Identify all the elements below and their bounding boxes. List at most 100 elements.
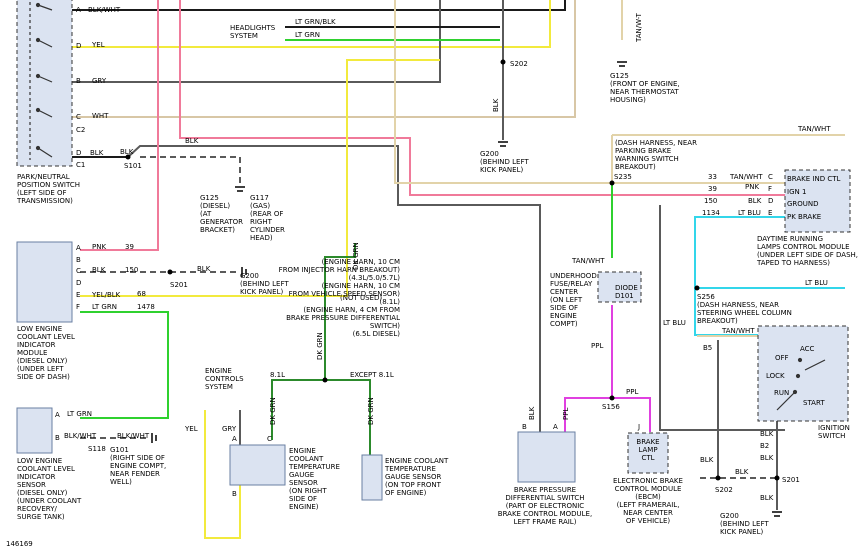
- drl-circuit-1: 39: [708, 185, 717, 193]
- lcm-pin-e: E: [76, 291, 80, 299]
- pin-c2: C2: [76, 126, 85, 134]
- lcs-pin-b: B: [55, 434, 60, 442]
- drl-wire-0: TAN/WHT: [729, 173, 763, 181]
- gauge-sensor-box: [229, 444, 286, 486]
- lcm-circuit-f: 1478: [137, 303, 155, 311]
- ign-acc: ACC: [800, 345, 815, 353]
- lcm-wire-f: LT GRN: [92, 303, 117, 311]
- wire-label-yel-ecs: YEL: [184, 425, 198, 433]
- bps-pin-a: A: [553, 423, 558, 431]
- splice-s156: S156: [602, 403, 620, 411]
- ignition-switch-box: [757, 325, 849, 422]
- wire-label-lt-grn-hl: LT GRN: [295, 31, 320, 39]
- drl-circuit-0: 33: [708, 173, 717, 181]
- wire-label-dk-grn-lower: DK GRN: [316, 332, 324, 360]
- wire-label-tan-b5: TAN/WHT: [721, 327, 755, 335]
- wire-tan-s235: [394, 0, 845, 184]
- drl-func-1: IGN 1: [787, 188, 806, 196]
- low-coolant-module: [16, 241, 73, 323]
- figure-id: 146169: [6, 540, 33, 548]
- wire-label-blk-vert: BLK: [492, 98, 500, 112]
- brake-pressure-switch: [517, 431, 576, 483]
- b5-label: B5: [703, 344, 712, 352]
- ign-off: OFF: [775, 354, 789, 362]
- splice-s118: S118: [88, 445, 106, 453]
- wire-label-blk-r1: BLK: [760, 454, 774, 462]
- wire-label-tan-wht-top: TAN/WHT: [797, 125, 831, 133]
- park-neutral-switch: [16, 0, 73, 167]
- drl-circuit-3: 1134: [702, 209, 720, 217]
- wire-ppl: [564, 305, 651, 432]
- bps-wire-b: BLK: [528, 406, 536, 420]
- bps-pin-b: B: [522, 423, 527, 431]
- lcm-wire-a: PNK: [92, 243, 106, 251]
- wire-label-wht: WHT: [92, 112, 109, 120]
- wire-label-blk-r2: BLK: [700, 456, 714, 464]
- ign-run: RUN: [774, 389, 789, 397]
- pin-a: A: [76, 6, 81, 14]
- wire-blk-150: [659, 205, 785, 431]
- lcm-pin-a: A: [76, 244, 81, 252]
- gauge-pin-a: A: [232, 435, 237, 443]
- lcm-pin-d: D: [76, 279, 81, 287]
- wire-label-blk-top-run: BLK: [185, 137, 199, 145]
- wire-label-lt-blu-left: LT BLU: [663, 319, 686, 327]
- switch-contacts: [29, 0, 53, 160]
- pin-c: C: [76, 113, 81, 121]
- splice-dots: [125, 59, 780, 481]
- wire-label-lt-grn-blk: LT GRN/BLK: [295, 18, 336, 26]
- wire-pink-main: [80, 0, 785, 251]
- lcm-pin-b: B: [76, 256, 81, 264]
- ign-start: START: [803, 399, 825, 407]
- wire-label-dk-grn-vert: DK GRN: [352, 242, 360, 270]
- drl-pin-0: C: [768, 173, 773, 181]
- temp-sensor-box: [361, 454, 383, 501]
- lcm-circuit-c: 150: [125, 266, 138, 274]
- wire-label-blk-150: BLK: [197, 265, 211, 273]
- wire-dk-grn: [324, 243, 356, 380]
- splice-s201-left: S201: [170, 281, 188, 289]
- splice-s235: S235: [614, 173, 632, 181]
- drl-module-box: [784, 169, 851, 233]
- splice-s256: S256: [697, 293, 715, 301]
- wire-label-blk-r4: BLK: [760, 494, 774, 502]
- wire-label-yel: YEL: [91, 41, 105, 49]
- ignition-contacts: [776, 357, 826, 411]
- variant-except81: EXCEPT 8.1L: [350, 371, 394, 379]
- lcm-circuit-e: 68: [137, 290, 146, 298]
- wire-label-dk-grn-1: DK GRN: [269, 397, 277, 425]
- drl-pin-3: E: [768, 209, 772, 217]
- drl-wire-2: BLK: [748, 197, 762, 205]
- lcs-wire-c: BLK/WHT: [117, 432, 150, 440]
- diode-d101-box: [597, 271, 642, 303]
- not-used: (NOT USED): [340, 294, 382, 302]
- wire-label-blk-s101: BLK: [120, 148, 134, 156]
- wire-yel-ecs: [204, 410, 241, 539]
- wire-gray-s101: [127, 145, 541, 432]
- wire-gry-top: [72, 0, 441, 83]
- lcs-pin-a: A: [55, 411, 60, 419]
- lcm-pin-f: F: [76, 303, 80, 311]
- wire-label-tan-wht-vert: TAN/W-T: [635, 12, 643, 43]
- pin-d: D: [76, 42, 81, 50]
- wire-label-blk: BLK: [90, 149, 104, 157]
- wire-label-gry: GRY: [92, 77, 107, 85]
- drl-wire-3: LT BLU: [738, 209, 761, 217]
